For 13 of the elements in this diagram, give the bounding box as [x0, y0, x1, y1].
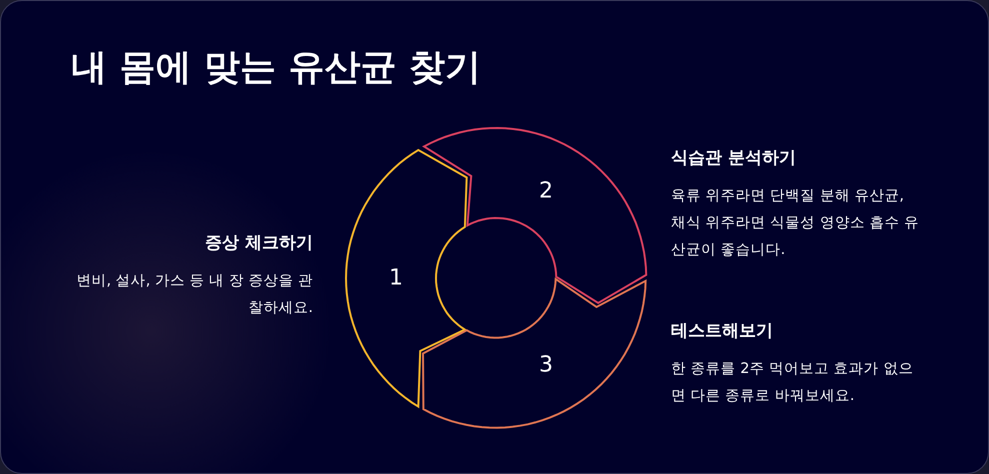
- step-heading: 테스트해보기: [671, 320, 774, 342]
- step-heading: 증상 체크하기: [204, 232, 313, 254]
- step-description: 육류 위주라면 단백질 분해 유산균, 채식 위주라면 식물성 영양소 흡수 유산균이 좋습니다.: [671, 187, 920, 260]
- step-heading: 식습관 분석하기: [671, 147, 797, 169]
- step-number: 2: [538, 178, 553, 204]
- title: 내 몸에 맞는 유산균 찾기: [71, 46, 482, 90]
- step-number: 1: [389, 265, 403, 290]
- step-description: 변비, 설사, 가스 등 내 장 증상을 관찰하세요.: [76, 272, 313, 318]
- arrow-ring-segment: [345, 148, 468, 408]
- step-description: 한 종류를 2주 먹어보고 효과가 없으면 다른 종류로 바꿔보세요.: [671, 360, 914, 406]
- step-number: 3: [538, 352, 553, 378]
- arrow-ring-segment: [422, 278, 647, 429]
- arrow-ring-segment: [422, 127, 647, 304]
